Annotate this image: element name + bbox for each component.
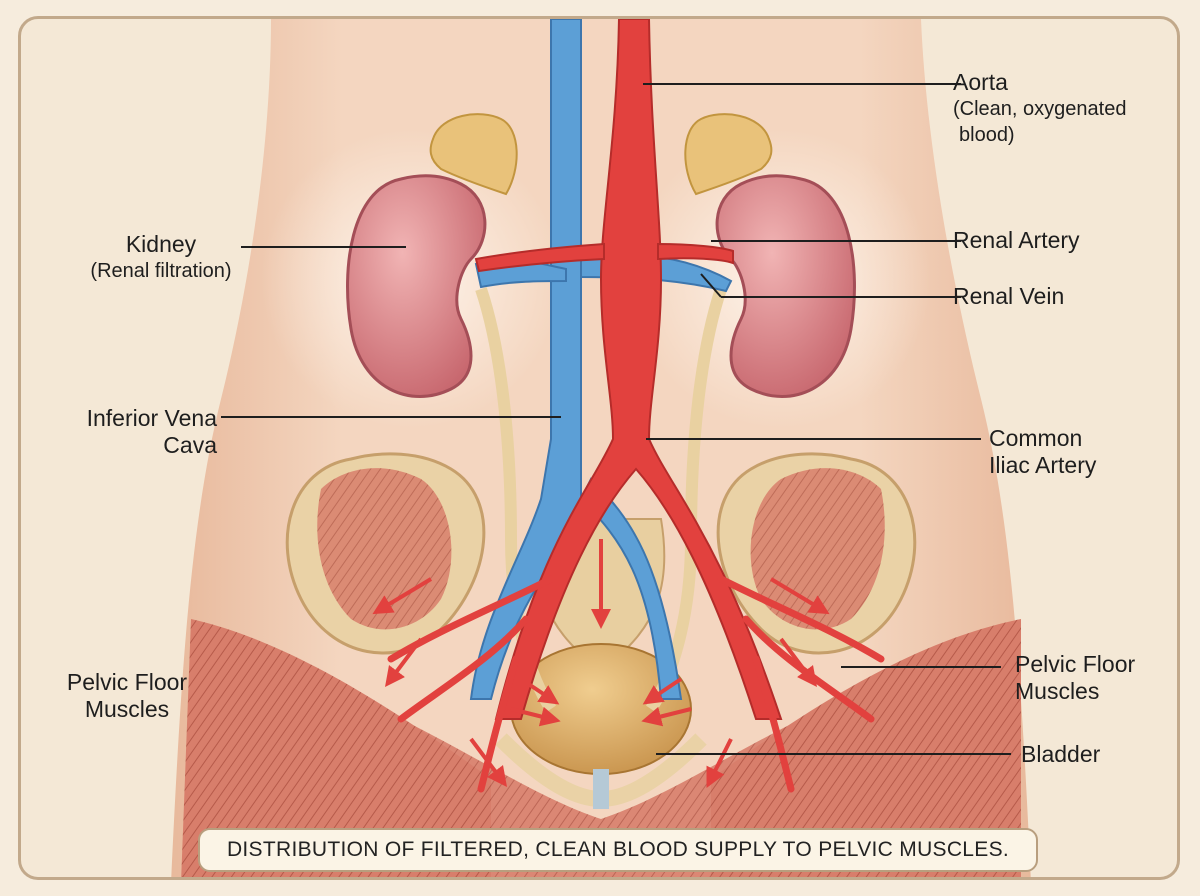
arrow-bladder-right [642,677,683,705]
arrow-bladder-left [519,677,560,705]
label-kidney-title: Kidney [125,231,197,257]
arrow-bladder-right-2 [641,706,692,727]
label-kidney: Kidney (Renal filtration) [71,231,251,284]
arrow-left-1 [372,577,433,615]
branch-right-1 [717,575,885,663]
label-pelvic-floor-right: Pelvic Floor Muscles [1015,651,1135,705]
label-aorta-sub: (Clean, oxygenated [953,98,1127,120]
branch-left-3 [477,655,520,793]
anatomy-illustration [171,19,1031,877]
label-iliac-line2: Iliac Artery [989,452,1097,478]
label-ivc: Inferior Vena Cava [41,405,217,459]
label-ivc-line2: Cava [163,432,217,458]
label-aorta-title: Aorta [953,69,1008,95]
arrow-bladder-left-2 [510,706,561,727]
urethra [593,769,609,809]
label-aorta-sub2: blood) [959,124,1015,146]
branch-left-2 [397,615,530,723]
arrow-left-2 [385,637,423,687]
label-aorta: Aorta (Clean, oxygenated blood) [953,69,1126,148]
label-kidney-sub: (Renal filtration) [90,260,232,282]
label-pelvic-left-line1: Pelvic Floor [66,669,188,695]
kidney-left [346,174,487,398]
kidney-right [715,174,856,398]
arrow-right-3 [706,738,733,788]
label-pelvic-left-line2: Muscles [84,696,170,722]
leader-lines [221,83,1011,755]
caption-box: DISTRIBUTION OF FILTERED, CLEAN BLOOD SU… [198,828,1038,872]
arrow-left-3 [469,737,507,787]
label-renal-vein: Renal Vein [953,283,1065,309]
leader-renal-vein [700,273,722,298]
branch-right-3 [752,655,795,793]
renal-artery-left [474,242,605,273]
flow-arrows [372,139,830,788]
label-ivc-line1: Inferior Vena [86,405,217,431]
label-pelvic-right-line1: Pelvic Floor [1015,651,1136,677]
label-pelvic-floor-left: Pelvic Floor Muscles [47,669,207,723]
diagram-frame: Aorta (Clean, oxygenated blood) Kidney (… [18,16,1180,880]
renal-artery-right [657,242,734,265]
label-bladder: Bladder [1021,741,1101,767]
label-pelvic-right-line2: Muscles [1015,678,1100,704]
inferior-vena-cava [469,19,583,700]
label-iliac: Common Iliac Artery [989,425,1096,479]
branch-left-1 [387,575,555,663]
adrenal-right [684,113,773,196]
arrow-right-2 [779,637,817,687]
arrow-right-1 [769,577,830,615]
label-iliac-line1: Common [989,425,1083,451]
aorta [494,19,783,720]
label-renal-artery: Renal Artery [953,227,1080,253]
adrenal-left [429,113,518,196]
